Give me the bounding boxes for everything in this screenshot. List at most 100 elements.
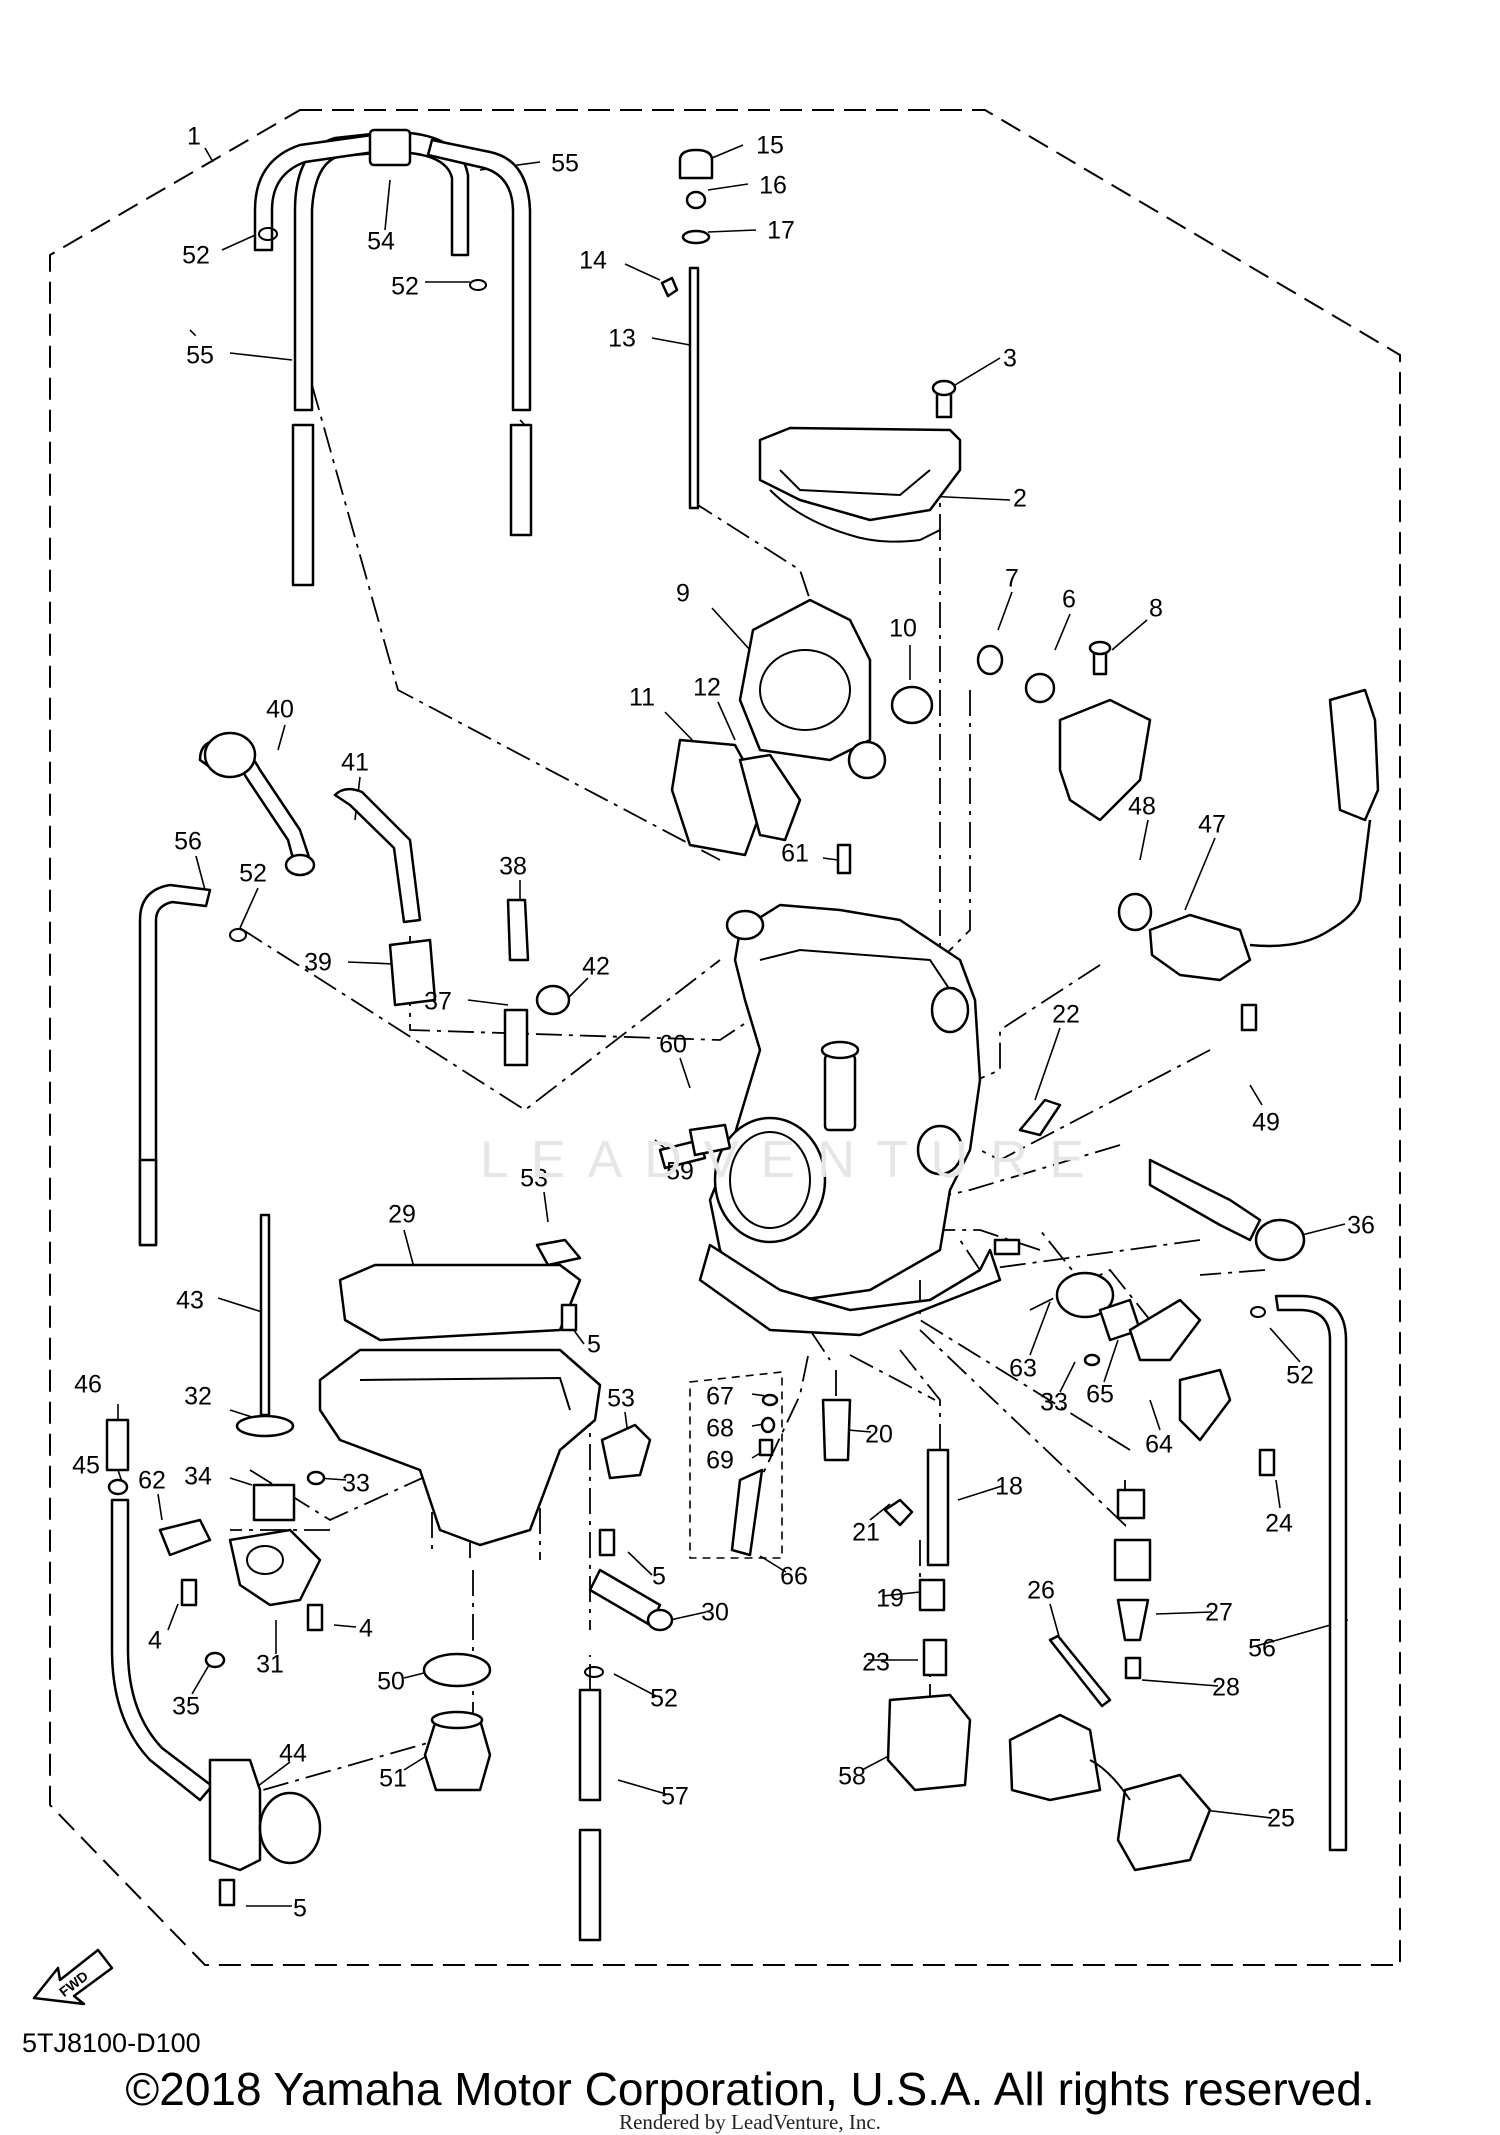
- callout-9: 9: [676, 580, 690, 608]
- callout-22: 22: [1052, 1001, 1080, 1029]
- callout-68: 68: [706, 1415, 734, 1443]
- callout-8: 8: [1149, 595, 1163, 623]
- float-and-needle: [105, 1213, 296, 1522]
- callout-3: 3: [1003, 345, 1017, 373]
- callout-40: 40: [266, 696, 294, 724]
- callout-57: 57: [661, 1783, 689, 1811]
- callout-27: 27: [1205, 1599, 1233, 1627]
- top-cover: [758, 379, 962, 543]
- callout-4: 4: [359, 1615, 373, 1643]
- callout-13: 13: [608, 325, 636, 353]
- assembly-boundary: [49, 109, 1401, 1966]
- callout-42: 42: [582, 953, 610, 981]
- callout-18: 18: [995, 1473, 1023, 1501]
- callout-49: 49: [1252, 1109, 1280, 1137]
- callout-44: 44: [279, 1740, 307, 1768]
- callout-19: 19: [876, 1585, 904, 1613]
- callout-47: 47: [1198, 811, 1226, 839]
- callout-62: 62: [138, 1467, 166, 1495]
- callout-50: 50: [377, 1668, 405, 1696]
- callout-45: 45: [72, 1452, 100, 1480]
- callout-65: 65: [1086, 1381, 1114, 1409]
- callout-46: 46: [74, 1371, 102, 1399]
- callout-52: 52: [1286, 1362, 1314, 1390]
- callout-55: 55: [551, 150, 579, 178]
- callout-52: 52: [650, 1685, 678, 1713]
- accelerator-pump: [158, 1518, 324, 1669]
- callout-33: 33: [342, 1470, 370, 1498]
- callout-48: 48: [1128, 793, 1156, 821]
- callout-32: 32: [184, 1383, 212, 1411]
- carburetor-body: [698, 903, 1021, 1337]
- callout-34: 34: [184, 1463, 212, 1491]
- callout-5: 5: [587, 1331, 601, 1359]
- drain-hoses: [138, 883, 1348, 1942]
- jet-kit-box: [689, 1371, 783, 1559]
- callout-5: 5: [652, 1563, 666, 1591]
- callout-67: 67: [706, 1383, 734, 1411]
- callout-52: 52: [391, 273, 419, 301]
- callout-61: 61: [781, 840, 809, 868]
- callout-63: 63: [1009, 1355, 1037, 1383]
- callout-20: 20: [865, 1421, 893, 1449]
- callout-1: 1: [187, 123, 201, 151]
- callout-59: 59: [666, 1158, 694, 1186]
- fwd-arrow: [32, 1948, 114, 2006]
- bowl-drain-plug: [422, 1652, 492, 1792]
- callout-64: 64: [1145, 1431, 1173, 1459]
- vent-hoses: [198, 731, 571, 1067]
- callout-38: 38: [499, 853, 527, 881]
- screws: [560, 1303, 674, 1632]
- jets: [730, 1393, 972, 1792]
- hose-break-marks: [189, 329, 531, 431]
- callout-43: 43: [176, 1287, 204, 1315]
- callout-17: 17: [767, 217, 795, 245]
- rendered-by-notice: Rendered by LeadVenture, Inc.: [619, 2110, 881, 2134]
- callout-16: 16: [759, 172, 787, 200]
- copyright-notice: ©2018 Yamaha Motor Corporation, U.S.A. A…: [125, 2063, 1375, 2115]
- callout-25: 25: [1267, 1805, 1295, 1833]
- callout-39: 39: [304, 949, 332, 977]
- callout-11: 11: [629, 684, 655, 712]
- top-cover-rubber: [1008, 1713, 1212, 1872]
- callout-21: 21: [852, 1519, 880, 1547]
- callout-15: 15: [756, 132, 784, 160]
- callout-55: 55: [186, 342, 214, 370]
- callout-58: 58: [838, 1763, 866, 1791]
- throttle-position-sensor: [1117, 688, 1380, 1032]
- callout-53: 53: [607, 1385, 635, 1413]
- callout-5: 5: [293, 1895, 307, 1923]
- callout-51: 51: [379, 1765, 407, 1793]
- throttle-valve: [738, 598, 934, 780]
- throttle-cap-parts: [660, 148, 714, 510]
- callout-37: 37: [424, 988, 452, 1016]
- callout-52: 52: [239, 860, 267, 888]
- callout-52: 52: [182, 242, 210, 270]
- callout-28: 28: [1212, 1674, 1240, 1702]
- needle-valve: [1048, 1488, 1152, 1708]
- callout-35: 35: [172, 1693, 200, 1721]
- callout-10: 10: [889, 615, 917, 643]
- callout-23: 23: [862, 1649, 890, 1677]
- choke-plunger: [658, 843, 1306, 1262]
- callout-12: 12: [693, 674, 721, 702]
- diagram-code: 5TJ8100-D100: [22, 2028, 201, 2058]
- throttle-bracket: [976, 640, 1152, 822]
- callout-66: 66: [780, 1563, 808, 1591]
- callout-7: 7: [1005, 565, 1019, 593]
- callout-2: 2: [1013, 485, 1027, 513]
- callout-53: 53: [520, 1165, 548, 1193]
- callout-29: 29: [388, 1201, 416, 1229]
- callout-56: 56: [174, 828, 202, 856]
- callout-33: 33: [1040, 1389, 1068, 1417]
- callout-6: 6: [1062, 586, 1076, 614]
- callout-30: 30: [701, 1599, 729, 1627]
- callout-54: 54: [367, 228, 395, 256]
- callout-69: 69: [706, 1447, 734, 1475]
- breather-hose-55: [253, 128, 533, 587]
- callout-41: 41: [341, 749, 369, 777]
- callout-56: 56: [1248, 1635, 1276, 1663]
- callout-4: 4: [148, 1627, 162, 1655]
